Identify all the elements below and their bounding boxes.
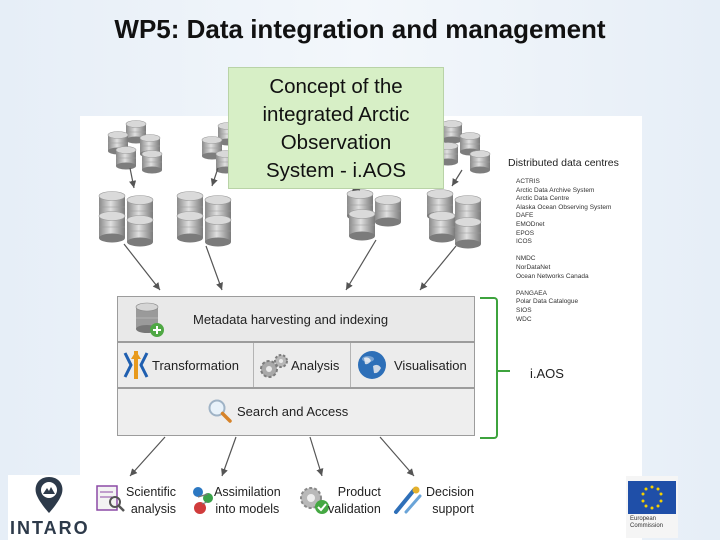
intaros-logo-text: INTARO	[10, 518, 90, 538]
data-centre-item: EMODnet	[516, 220, 545, 228]
gears-icon	[260, 354, 288, 378]
data-centre-item: Alaska Ocean Observing System	[516, 203, 612, 211]
data-centre-item: NMDC	[516, 255, 536, 263]
globe-icon	[358, 351, 386, 379]
slide-title: WP5: Data integration and management	[114, 14, 606, 44]
iaos-bracket	[480, 297, 498, 439]
data-centre-item: Ocean Networks Canada	[516, 272, 589, 280]
data-centre-item: EPOS	[516, 229, 535, 237]
transformation-icon	[123, 351, 149, 379]
cell-divider	[350, 343, 351, 387]
iaos-bracket-tick	[496, 370, 510, 372]
database-add-icon	[135, 302, 164, 337]
visualisation-label: Visualisation	[394, 358, 467, 373]
output-product: Product validation	[328, 485, 381, 516]
database-cluster-icon	[437, 120, 491, 174]
database-cluster-icon	[98, 191, 154, 247]
scientific-analysis-icon	[96, 485, 125, 512]
output-decision: Decision support	[426, 485, 474, 516]
product-validation-icon	[300, 487, 329, 514]
data-centre-item: Polar Data Catalogue	[516, 298, 579, 306]
data-centre-item	[516, 247, 611, 256]
output-assimilation: Assimilation into models	[214, 485, 281, 516]
database-cluster-icon	[346, 189, 402, 241]
data-centre-item	[516, 281, 611, 290]
search-label: Search and Access	[237, 404, 349, 419]
data-centre-item: PANGAEA	[516, 289, 547, 297]
assimilation-icon	[193, 487, 213, 514]
concept-box: Concept of the integrated Arctic Observa…	[228, 67, 444, 189]
data-centre-item: NorDataNet	[516, 263, 551, 271]
intaros-logo	[8, 475, 80, 540]
data-centre-item: DAFE	[516, 212, 534, 220]
transformation-label: Transformation	[152, 358, 239, 373]
eu-caption: European Commission	[630, 516, 664, 529]
magnifier-icon	[208, 399, 232, 423]
database-cluster-icon	[176, 191, 232, 247]
data-centre-item: ACTRIS	[516, 178, 540, 185]
intaros-logo-icon	[35, 477, 63, 513]
decision-support-icon	[394, 486, 422, 514]
data-centre-item: Arctic Data Archive System	[516, 186, 595, 194]
analysis-label: Analysis	[291, 358, 340, 373]
data-centre-item: SIOS	[516, 306, 532, 314]
data-centre-item: ICOS	[516, 238, 532, 246]
metadata-label: Metadata harvesting and indexing	[193, 312, 389, 327]
eu-flag-icon	[628, 481, 676, 514]
processing-row: Transformation Analysis Visualisation	[117, 342, 475, 388]
database-cluster-icon	[107, 120, 163, 174]
cell-divider	[253, 343, 254, 387]
data-centre-item: Arctic Data Centre	[516, 195, 570, 203]
output-scientific: Scientific analysis	[126, 485, 177, 516]
data-centres-title: Distributed data centres	[508, 157, 619, 169]
database-cluster-icon	[426, 189, 482, 249]
metadata-row: Metadata harvesting and indexing	[117, 296, 475, 342]
data-centre-item: WDC	[516, 315, 532, 323]
search-row: Search and Access	[117, 388, 475, 436]
iaos-label: i.AOS	[530, 366, 564, 381]
